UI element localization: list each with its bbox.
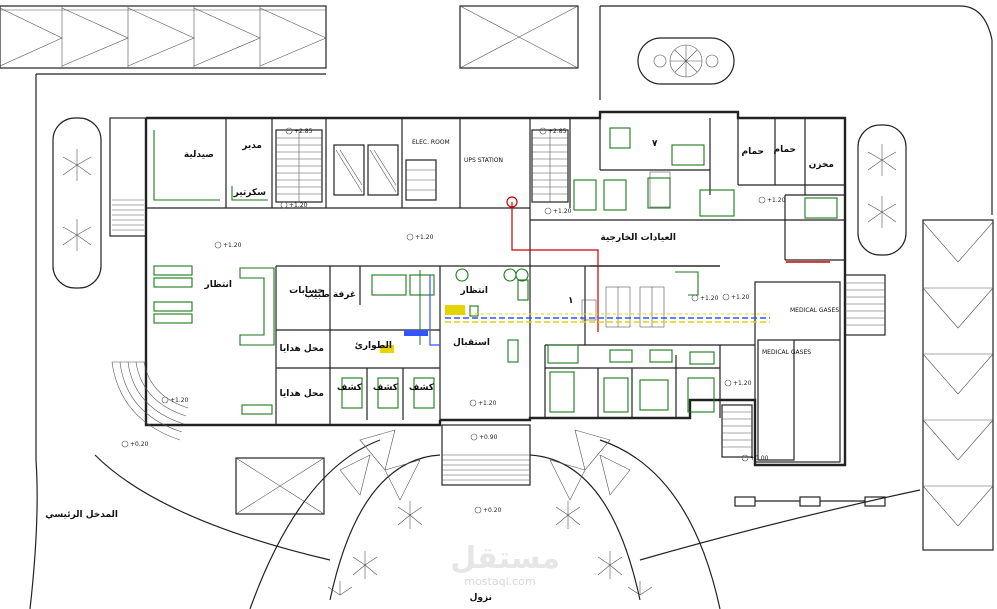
drop-off-plaza (94, 439, 921, 609)
label-bath-1: حمام (742, 147, 765, 157)
level-120i: +1.20 (478, 400, 497, 407)
watermark: مستقل mostaql.com (450, 541, 560, 588)
top-roof-box (459, 5, 579, 69)
top-canopy (0, 5, 327, 69)
label-ups: UPS STATION (464, 157, 503, 164)
level-000: +0.00 (750, 455, 769, 462)
oval-planter-top (637, 37, 735, 85)
label-accounts: حسابات (289, 286, 324, 296)
level-120e: +1.20 (767, 197, 786, 204)
label-gift-shop-2: محل هدايا (279, 389, 324, 399)
watermark-arabic: مستقل (450, 541, 560, 576)
label-reception: استقبال (453, 338, 490, 348)
stair-left (275, 129, 323, 203)
label-waiting-left: انتظار (204, 280, 232, 290)
label-elec: ELEC. ROOM (412, 139, 450, 146)
level-020b: +0.20 (483, 507, 502, 514)
level-120g: +1.20 (733, 380, 752, 387)
label-outpatient: العيادات الخارجية (600, 233, 676, 243)
planter-right (857, 124, 907, 256)
level-020a: +0.20 (130, 441, 149, 448)
label-medical-gases-2: MEDICAL GASES (762, 349, 811, 356)
level-090: +0.90 (479, 434, 498, 441)
bollards (734, 496, 886, 507)
palm-trees (327, 501, 653, 596)
level-markers: +2.85 +2.85 +1.20 +1.20 +1.20 +1.20 +1.2… (121, 127, 786, 514)
site-boundary (29, 5, 993, 609)
label-main-entrance: المدخل الرئيسي (45, 510, 118, 520)
furniture (153, 127, 838, 415)
label-room-7: ٧ (652, 139, 658, 149)
label-medical-gases-1: MEDICAL GASES (790, 307, 839, 314)
label-pharmacy: صيدلية (184, 150, 214, 160)
label-doctor-room: غرفة طبيب (304, 290, 356, 300)
label-exam-2: كشف (373, 383, 399, 393)
curved-steps-left (111, 361, 189, 441)
stair-center (531, 129, 569, 203)
label-gift-shop-1: محل هدايا (279, 344, 324, 354)
level-285b: +2.85 (548, 128, 567, 135)
level-120h: +1.20 (170, 397, 189, 404)
label-waiting-center: انتظار (460, 286, 488, 296)
watermark-latin: mostaql.com (464, 575, 535, 588)
label-bath-2: حمام (774, 145, 797, 155)
stair-clinic-bottom (721, 404, 753, 458)
label-manager: مدير (241, 141, 262, 151)
label-secretary: سكرتير (233, 188, 266, 198)
level-120f: +1.20 (731, 294, 750, 301)
label-exam-3: كشف (409, 383, 435, 393)
elevators (333, 144, 437, 201)
level-120b: +1.20 (553, 208, 572, 215)
level-120a: +1.20 (289, 202, 308, 209)
bottom-left-canopy (235, 457, 325, 515)
level-120d: +1.20 (415, 234, 434, 241)
interior-walls (146, 118, 845, 463)
planter-left (52, 117, 102, 289)
plaza-canopy-fan (339, 429, 631, 501)
stair-right (844, 274, 886, 336)
label-emergency: الطوارئ (355, 341, 392, 351)
level-285a: +2.85 (294, 128, 313, 135)
label-exam-1: كشف (337, 383, 363, 393)
service-pipes (380, 196, 830, 353)
right-canopy (922, 219, 994, 551)
level-120j: +1.20 (700, 295, 719, 302)
label-room-1: ١ (568, 296, 574, 306)
label-drop-off: نزول (470, 593, 492, 603)
label-store: مخزن (809, 160, 834, 170)
room-labels: صيدلية مدير سكرتير انتظار حسابات غرفة طب… (45, 139, 839, 603)
level-120c: +1.20 (223, 242, 242, 249)
